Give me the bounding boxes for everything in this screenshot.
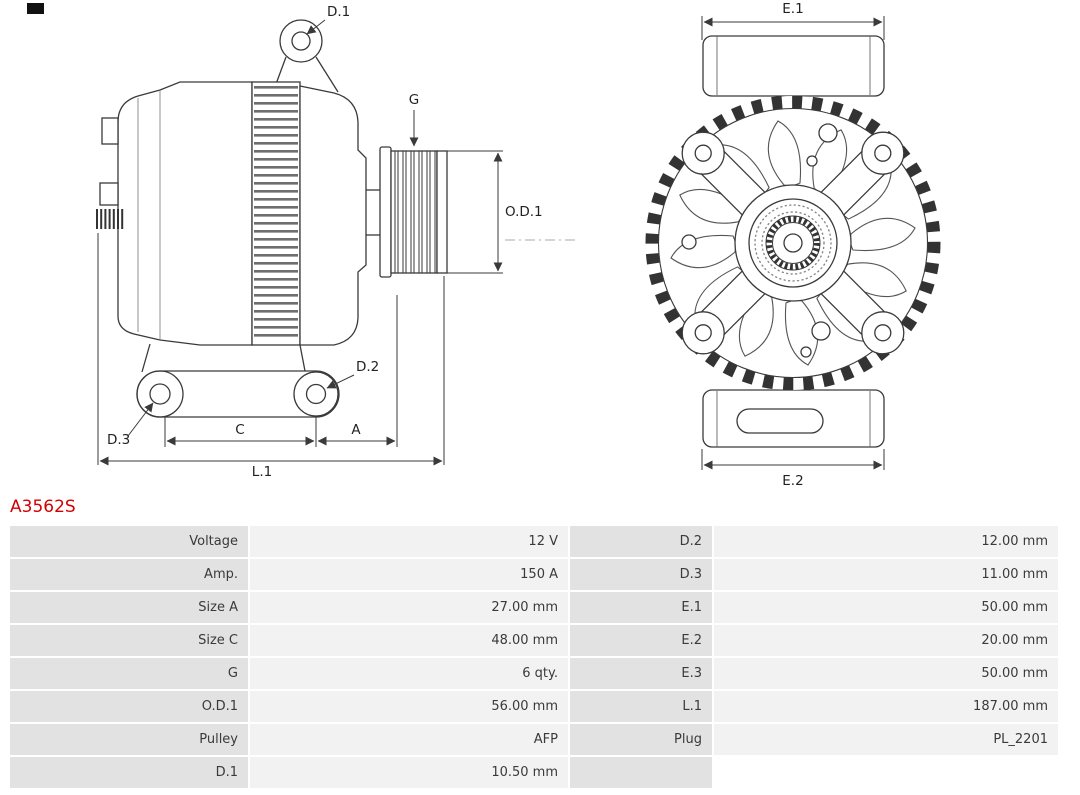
cooling-fins-ring — [645, 95, 941, 391]
spec-label: Pulley — [10, 724, 248, 755]
spec-value — [714, 757, 1058, 788]
front-view-dimensions — [701, 16, 885, 470]
bracket-slot — [736, 408, 824, 434]
technical-drawing-area: D.1 G O.D.1 D.2 D.3 C A L.1 — [27, 1, 941, 489]
spec-label: D.3 — [570, 559, 712, 590]
dim-label-g: G — [409, 92, 419, 108]
spec-value: 50.00 mm — [714, 658, 1058, 689]
spec-label: Voltage — [10, 526, 248, 557]
spec-label: L.1 — [570, 691, 712, 722]
spec-value: PL_2201 — [714, 724, 1058, 755]
spec-value: 20.00 mm — [714, 625, 1058, 656]
spec-value: 11.00 mm — [714, 559, 1058, 590]
spec-label: D.2 — [570, 526, 712, 557]
spec-label: Size A — [10, 592, 248, 623]
spec-label: Plug — [570, 724, 712, 755]
connector-plug — [99, 182, 119, 206]
spec-value: 56.00 mm — [250, 691, 568, 722]
spec-label: O.D.1 — [10, 691, 248, 722]
spec-value: 50.00 mm — [714, 592, 1058, 623]
shaft-hub — [734, 184, 852, 302]
spec-label: G — [10, 658, 248, 689]
spec-label: E.2 — [570, 625, 712, 656]
terminal-block — [101, 117, 119, 145]
bolt-holes — [681, 123, 838, 358]
spec-value: AFP — [250, 724, 568, 755]
spec-label — [570, 757, 712, 788]
dim-label-d3: D.3 — [107, 432, 130, 448]
spec-label: E.1 — [570, 592, 712, 623]
spec-label: E.3 — [570, 658, 712, 689]
side-view-dimensions — [97, 19, 578, 466]
spec-value: 10.50 mm — [250, 757, 568, 788]
top-bracket — [702, 35, 885, 97]
dim-label-a: A — [351, 422, 361, 438]
dim-label-od1: O.D.1 — [505, 204, 543, 220]
alternator-technical-drawing: D.1 G O.D.1 D.2 D.3 C A L.1 — [27, 1, 941, 489]
dim-label-l1: L.1 — [252, 464, 272, 480]
dim-label-d1: D.1 — [327, 4, 350, 20]
spec-label: D.1 — [10, 757, 248, 788]
stator-section — [251, 81, 301, 346]
spec-value: 48.00 mm — [250, 625, 568, 656]
spec-value: 12.00 mm — [714, 526, 1058, 557]
dim-label-e1: E.1 — [782, 1, 803, 17]
logo-fragment — [27, 3, 44, 14]
side-view — [96, 19, 448, 418]
dim-label-c: C — [235, 422, 244, 438]
spec-value: 6 qty. — [250, 658, 568, 689]
spec-label: Size C — [10, 625, 248, 656]
pulley — [379, 146, 448, 278]
spec-value: 27.00 mm — [250, 592, 568, 623]
front-housing — [299, 85, 367, 346]
spec-value: 12 V — [250, 526, 568, 557]
spec-label: Amp. — [10, 559, 248, 590]
dim-label-d2: D.2 — [356, 359, 379, 375]
spec-value: 150 A — [250, 559, 568, 590]
front-view — [645, 35, 941, 448]
dim-label-e2: E.2 — [782, 473, 803, 489]
spec-value: 187.00 mm — [714, 691, 1058, 722]
bracket-arms — [681, 131, 905, 355]
rear-housing — [117, 81, 253, 346]
part-number: A3562S — [10, 497, 76, 517]
